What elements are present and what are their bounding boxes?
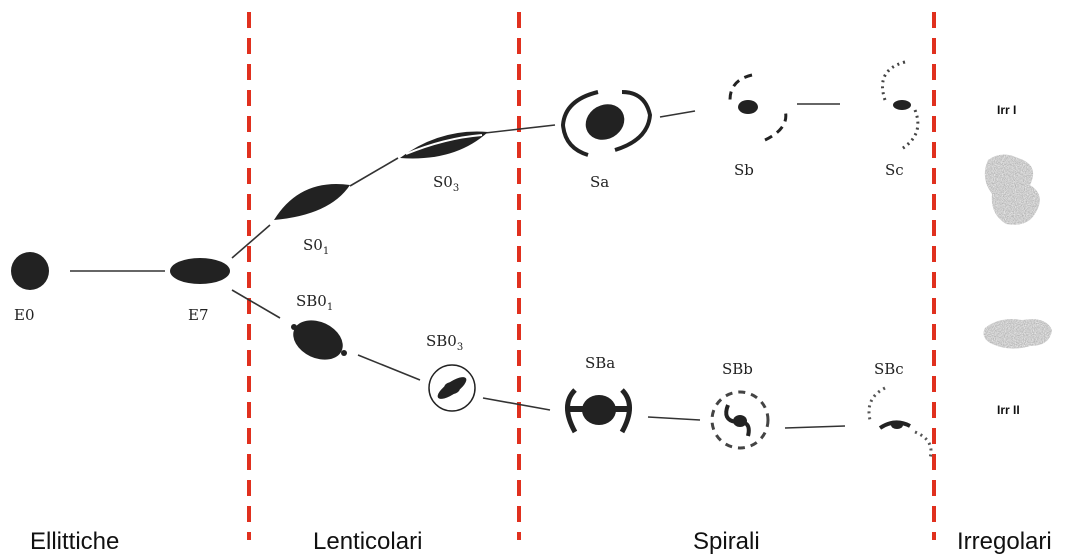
sc-bulge: [893, 100, 911, 110]
label-e0: E0: [14, 306, 35, 324]
galaxy-sb: Sb: [730, 75, 786, 179]
irr-ii-shape: [984, 319, 1052, 349]
connector-sb01-sb03: [358, 355, 420, 380]
connector-sb03-sba: [483, 398, 550, 410]
galaxy-s03: S03: [400, 132, 488, 194]
sb03-bulge: [444, 382, 460, 394]
galaxy-sbb: SBb: [712, 360, 768, 448]
sbc-bulge: [891, 421, 903, 429]
sba-bulge: [582, 395, 616, 425]
label-sb: Sb: [734, 161, 754, 179]
galaxy-sa: Sa: [563, 92, 650, 191]
label-s03: S03: [433, 173, 459, 194]
e7-shape: [170, 258, 230, 284]
category-labels: Ellittiche Lenticolari Spirali Irregolar…: [30, 528, 1052, 555]
label-sc: Sc: [885, 161, 904, 179]
connector-sba-sbb: [648, 417, 700, 420]
irr-i-shape: [985, 154, 1040, 224]
galaxy-e0: E0: [11, 252, 49, 324]
sb01-tip-left: [291, 324, 297, 330]
galaxy-sb03: SB03: [426, 332, 475, 411]
sb-bulge: [738, 100, 758, 114]
galaxy-s01: S01: [274, 184, 350, 257]
label-sa: Sa: [590, 173, 609, 191]
galaxy-sba: SBa: [568, 354, 631, 432]
s01-shape: [274, 184, 350, 220]
label-irr-ii: Irr II: [997, 403, 1020, 417]
category-separators: [249, 12, 934, 540]
sbb-bulge: [733, 415, 747, 427]
sb01-tip-right: [341, 350, 347, 356]
label-sb03: SB03: [426, 332, 463, 353]
sa-bulge: [579, 97, 631, 146]
galaxy-sc: Sc: [883, 62, 918, 179]
label-s01: S01: [303, 236, 329, 257]
connector-s01-s03: [350, 158, 398, 186]
sb01-shape: [287, 313, 349, 368]
e0-shape: [11, 252, 49, 290]
label-sbb: SBb: [722, 360, 753, 378]
label-sba: SBa: [585, 354, 615, 372]
galaxy-sb01: SB01: [287, 292, 349, 367]
galaxy-e7: E7: [170, 258, 230, 324]
label-e7: E7: [188, 306, 209, 324]
category-lenticolari: Lenticolari: [313, 528, 422, 555]
category-spirali: Spirali: [693, 528, 760, 555]
category-ellittiche: Ellittiche: [30, 528, 119, 555]
connector-sa-sb: [660, 111, 695, 117]
irregular-section: Irr I Irr II: [984, 103, 1052, 417]
label-sb01: SB01: [296, 292, 333, 313]
label-irr-i: Irr I: [997, 103, 1016, 117]
category-irregolari: Irregolari: [957, 528, 1052, 555]
connector-sbb-sbc: [785, 426, 845, 428]
label-sbc: SBc: [874, 360, 904, 378]
galaxy-sbc: SBc: [869, 360, 931, 458]
connector-e7-sb01: [232, 290, 280, 318]
